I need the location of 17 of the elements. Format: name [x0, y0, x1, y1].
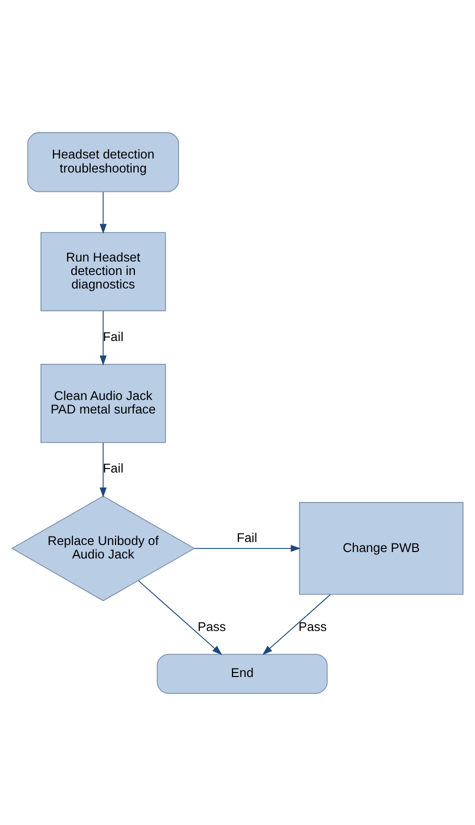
node-box: Run Headset detection in diagnostics [40, 232, 166, 311]
node-box: Headset detection troubleshooting [27, 132, 180, 192]
edge-label: Fail [102, 460, 124, 476]
node-box: Change PWB [299, 502, 464, 594]
arrow [100, 442, 107, 497]
arrow [194, 544, 301, 552]
arrow [262, 594, 331, 654]
arrow [138, 580, 222, 655]
edge-label: Fail [236, 530, 258, 545]
node-box: Clean Audio Jack PAD metal surface [40, 363, 166, 442]
node-box: End [156, 653, 328, 694]
edge-label: Pass [298, 618, 327, 634]
arrow [100, 310, 107, 365]
edge-label: Pass [198, 618, 226, 634]
arrow [100, 190, 107, 234]
edge-label: Fail [102, 328, 124, 344]
node-diamond: Replace Unibody of Audio Jack [11, 495, 196, 601]
